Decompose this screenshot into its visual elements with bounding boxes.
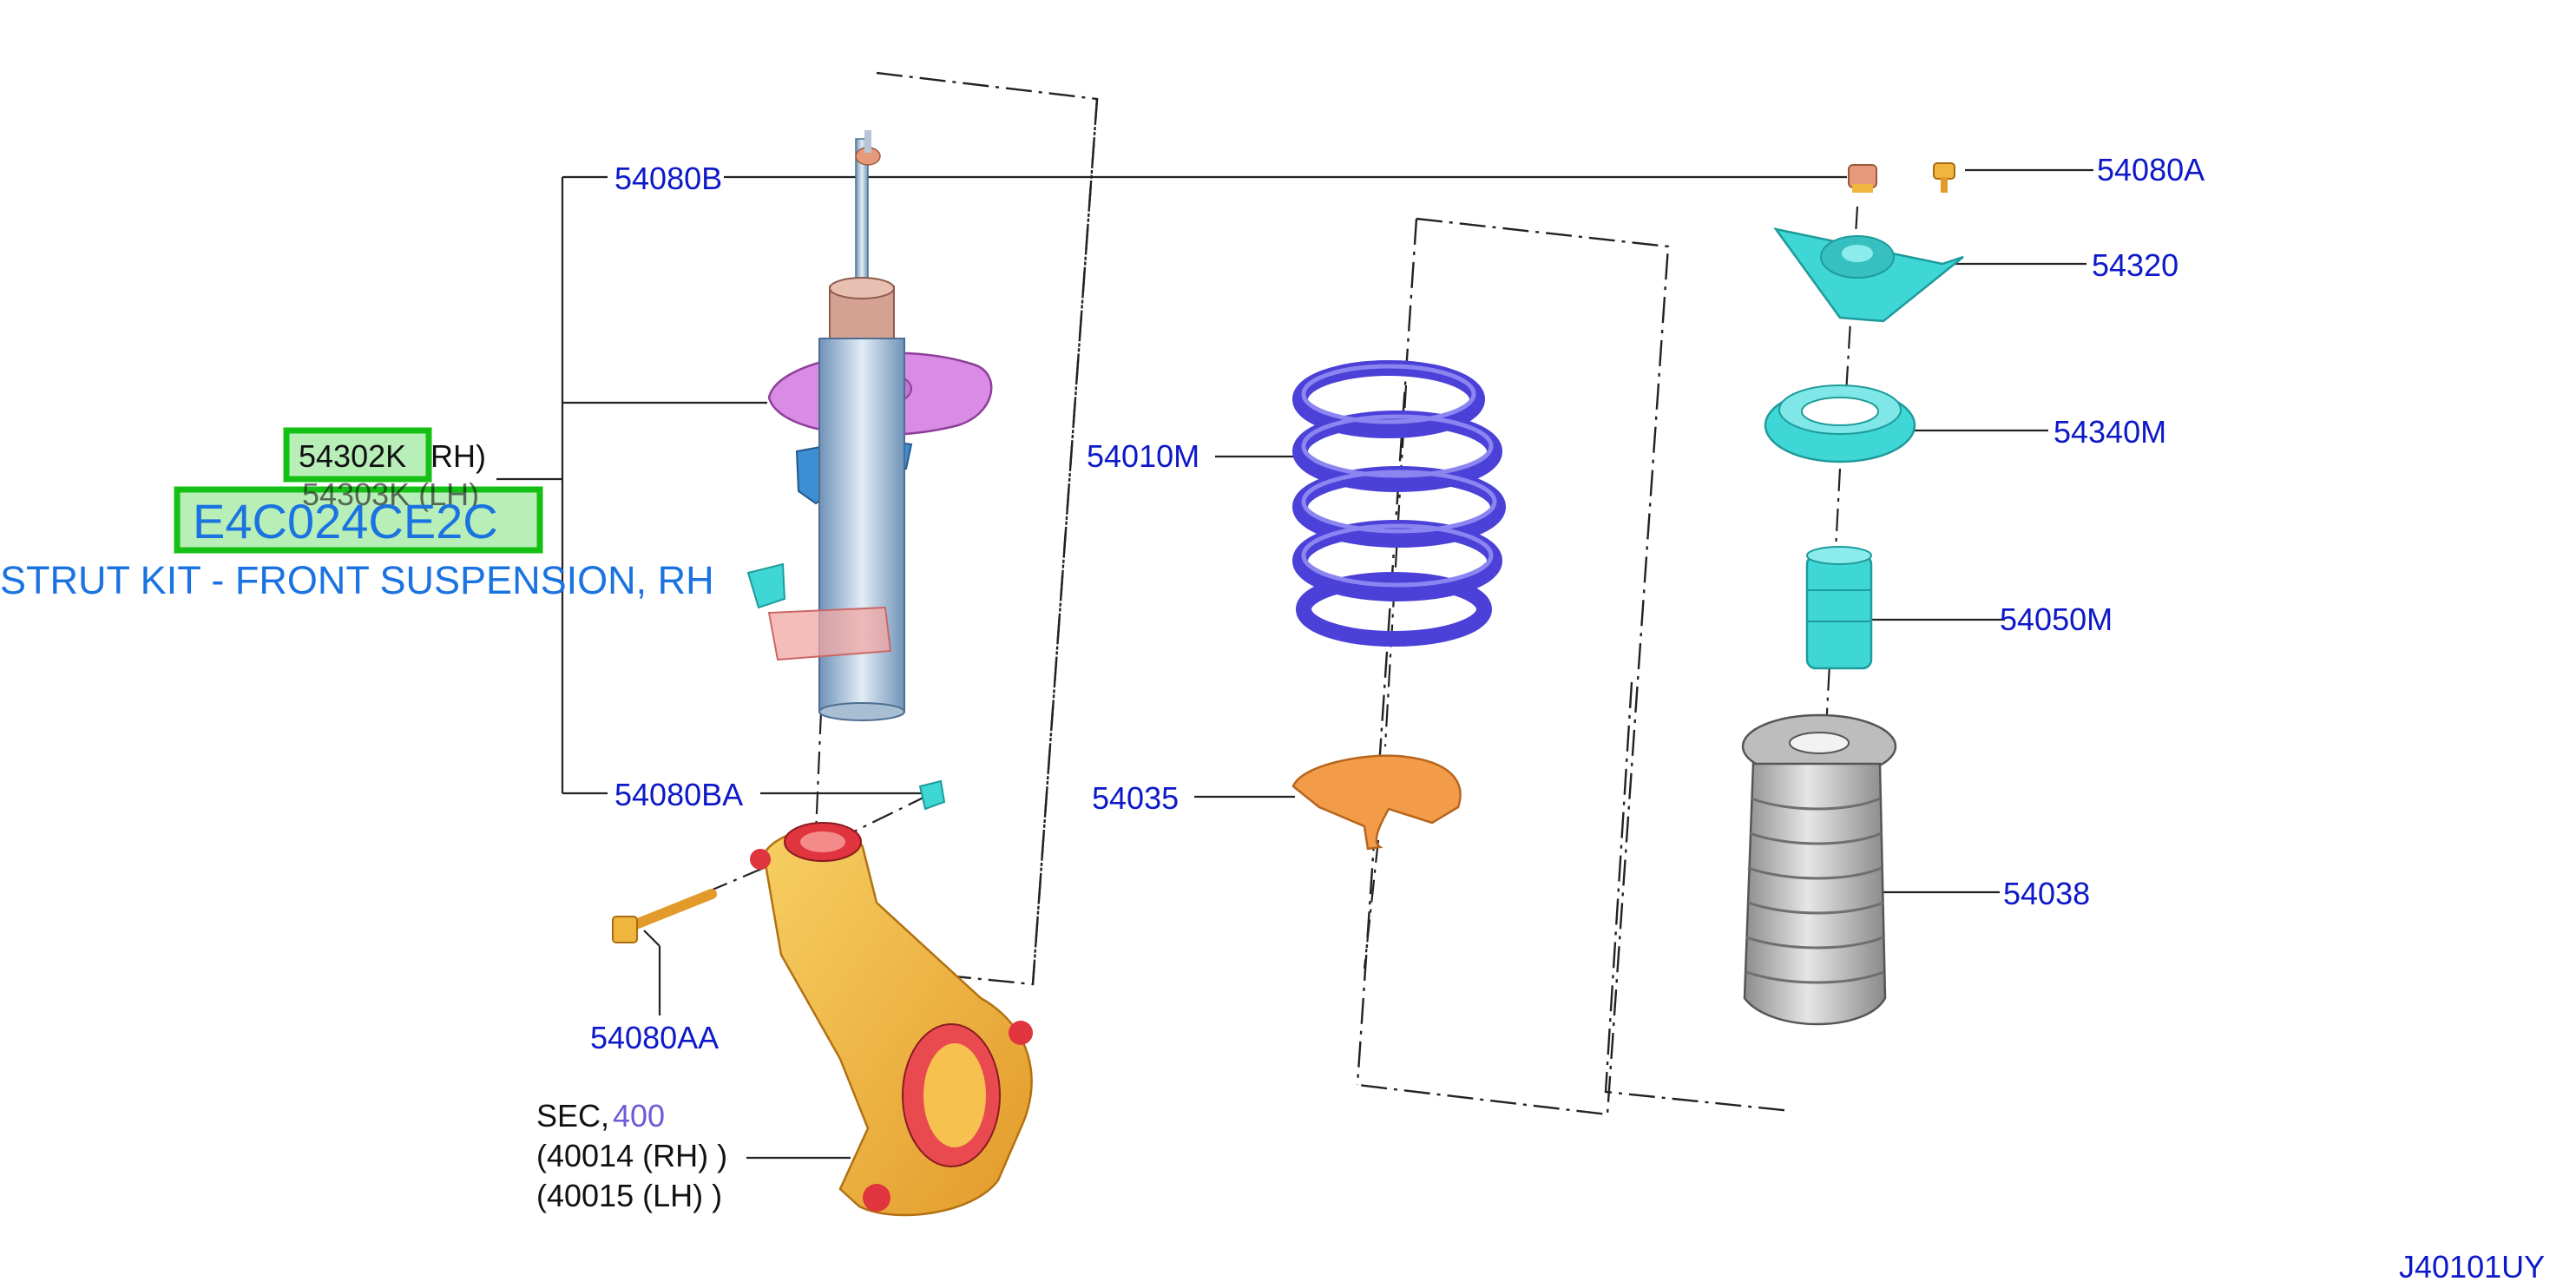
diagram-code: J40101UY [2399,1249,2545,1285]
frame-right-bottom [1604,681,1792,1113]
coil-spring [1292,360,1506,647]
section-number-link[interactable]: 400 [613,1098,665,1134]
bearing-54340M [1764,384,1916,463]
callout-54303K: 54303K (LH) [302,476,479,512]
callout-54080A[interactable]: 54080A [2097,152,2205,187]
frame-middle [1357,217,1670,1116]
highlight-overlay-text: E4C024CE2C STRUT KIT - FRONT SUSPENSION,… [0,494,714,602]
dust-boot-54038 [1741,713,1897,1026]
callout-54080B[interactable]: 54080B [614,161,722,196]
frame-middle-left [1356,218,1418,1086]
callout-54050M[interactable]: 54050M [2000,601,2113,637]
spring-seat-54035 [1291,754,1462,851]
callout-54302K[interactable]: 54302K [299,438,406,474]
callout-54010M[interactable]: 54010M [1087,438,1199,474]
frame-left-lower [1031,98,1099,985]
leader-lines [496,168,2093,1160]
bump-stop-54050M [1805,546,1873,670]
callout-54340M[interactable]: 54340M [2054,414,2166,450]
assembly-frames [806,71,1792,1116]
callout-54080AA[interactable]: 54080AA [590,1020,719,1055]
section-rh: (40014 (RH) ) [536,1138,727,1173]
callout-54035[interactable]: 54035 [1092,780,1179,816]
section-prefix: SEC, [536,1098,609,1134]
bolt-54080A [1933,162,1955,193]
bolt-54080AA [612,889,717,943]
strut-assembly [746,130,993,721]
highlight-part-description: STRUT KIT - FRONT SUSPENSION, RH [0,558,714,602]
callout-54080BA[interactable]: 54080BA [614,777,743,812]
callout-54038[interactable]: 54038 [2003,876,2090,911]
callout-54320[interactable]: 54320 [2092,247,2178,283]
highlight-part-code: E4C024CE2C [193,494,498,549]
nut-54080BA [918,779,946,811]
nut-54080B-top [1848,164,1877,193]
highlight-box-54302K [283,427,432,483]
upper-mount-54320 [1773,227,1964,323]
callout-labels: 54080B 54080A 54320 54340M 54010M 54050M… [299,152,2545,1285]
steering-knuckle [750,822,1033,1217]
coil-spring-highlights [1301,364,1497,588]
section-lh: (40015 (LH) ) [536,1178,722,1213]
callout-54302K-side: RH) [430,438,486,474]
highlight-box-code [174,486,543,554]
